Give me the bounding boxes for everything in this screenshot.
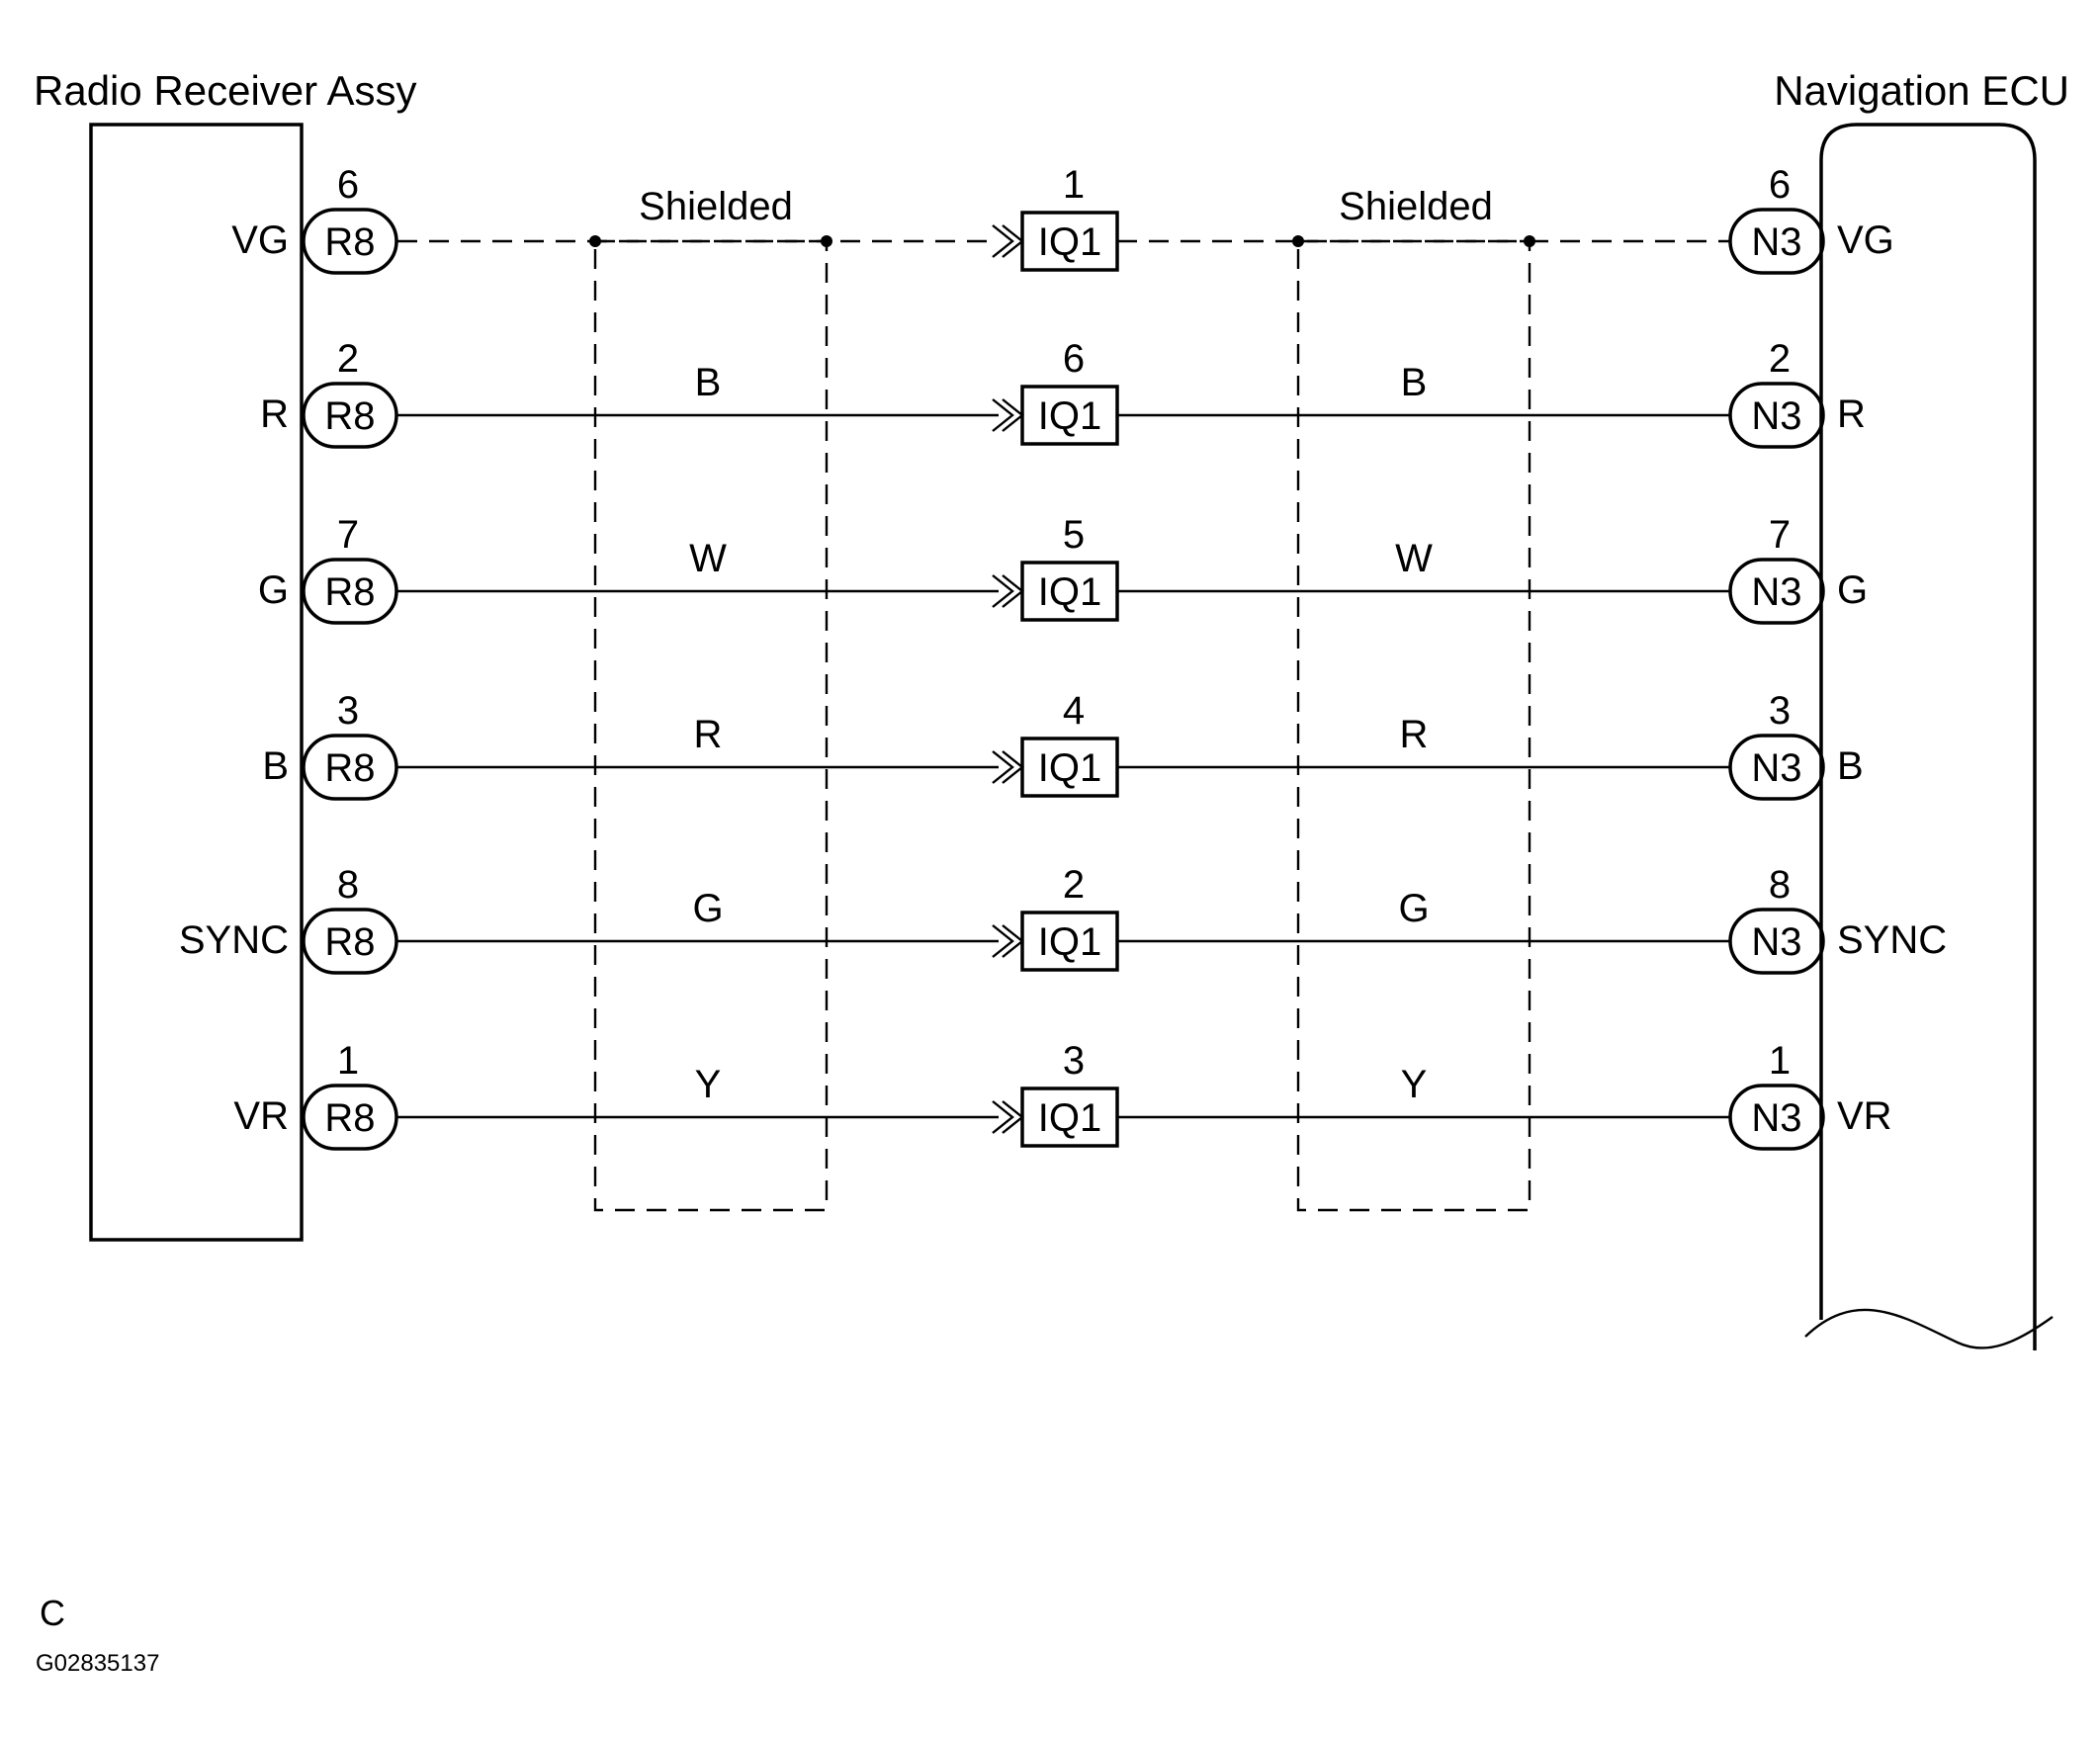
- connector-right-label: N3: [1751, 920, 1801, 964]
- signal-label-right: SYNC: [1837, 918, 1947, 962]
- right-component-title: Navigation ECU: [1774, 67, 2069, 114]
- plug-chevron-icon: [992, 224, 1014, 258]
- wire-color-right: G: [1398, 887, 1429, 930]
- junction-connector-shape: [1020, 911, 1119, 972]
- pin-number-junction: 6: [1063, 337, 1085, 381]
- signal-label-right: R: [1837, 392, 1866, 436]
- connector-right-shape: [1728, 208, 1825, 275]
- signal-label-right: G: [1837, 568, 1868, 612]
- junction-connector-shape: [1020, 561, 1119, 622]
- wire-color-left: R: [694, 713, 723, 756]
- pin-number-left: 8: [337, 863, 359, 907]
- junction-connector-shape: [1020, 211, 1119, 272]
- junction-connector-label: IQ1: [1038, 220, 1101, 264]
- connector-left-shape: [302, 382, 398, 449]
- connector-right-shape: [1728, 382, 1825, 449]
- shield-box-left: [593, 239, 829, 1212]
- signal-label-left: VG: [231, 218, 289, 262]
- pin-number-junction: 5: [1063, 513, 1085, 557]
- left-component-title: Radio Receiver Assy: [34, 67, 417, 114]
- pin-number-junction: 1: [1063, 163, 1085, 207]
- pin-number-right: 1: [1769, 1039, 1791, 1083]
- junction-connector-shape: [1020, 385, 1119, 446]
- wire-color-left: B: [695, 361, 722, 404]
- signal-label-left: R: [260, 392, 289, 436]
- wire-color-right: W: [1395, 537, 1433, 580]
- shield-box-right: [1296, 239, 1531, 1212]
- connector-right-label: N3: [1751, 1096, 1801, 1140]
- connector-right-label: N3: [1751, 746, 1801, 790]
- wire-color-right: R: [1400, 713, 1429, 756]
- pin-number-right: 8: [1769, 863, 1791, 907]
- connector-left-label: R8: [324, 1096, 375, 1140]
- pin-number-left: 1: [337, 1039, 359, 1083]
- shield-junction-dot: [1292, 235, 1304, 247]
- pin-number-junction: 2: [1063, 863, 1085, 907]
- pin-number-right: 3: [1769, 689, 1791, 733]
- connector-right-shape: [1728, 1084, 1825, 1151]
- signal-label-right: VR: [1837, 1094, 1892, 1138]
- pin-number-left: 2: [337, 337, 359, 381]
- wire-color-right: Y: [1401, 1063, 1428, 1106]
- wire-color-left: W: [689, 537, 727, 580]
- signal-label-left: VR: [233, 1094, 289, 1138]
- pin-number-right: 2: [1769, 337, 1791, 381]
- connector-left-shape: [302, 1084, 398, 1151]
- plug-chevron-icon: [992, 924, 1014, 958]
- connector-left-shape: [302, 208, 398, 275]
- connector-right-label: N3: [1751, 394, 1801, 438]
- junction-connector-label: IQ1: [1038, 570, 1101, 614]
- shield-label-right: Shielded: [1339, 185, 1493, 228]
- connector-right-label: N3: [1751, 220, 1801, 264]
- shield-label-left: Shielded: [639, 185, 793, 228]
- junction-connector-label: IQ1: [1038, 920, 1101, 964]
- signal-label-left: B: [262, 744, 289, 788]
- plug-chevron-icon: [992, 574, 1014, 608]
- connector-left-shape: [302, 908, 398, 975]
- connector-left-label: R8: [324, 220, 375, 264]
- navigation-ecu-box: [1819, 123, 2037, 1350]
- pin-number-left: 7: [337, 513, 359, 557]
- pin-number-right: 6: [1769, 163, 1791, 207]
- connector-right-shape: [1728, 558, 1825, 625]
- connector-left-label: R8: [324, 570, 375, 614]
- pin-number-junction: 4: [1063, 689, 1085, 733]
- pin-number-right: 7: [1769, 513, 1791, 557]
- junction-connector-label: IQ1: [1038, 746, 1101, 790]
- junction-connector-label: IQ1: [1038, 394, 1101, 438]
- pin-number-left: 6: [337, 163, 359, 207]
- figure-code: G02835137: [36, 1650, 159, 1677]
- connector-right-label: N3: [1751, 570, 1801, 614]
- connector-left-label: R8: [324, 746, 375, 790]
- radio-receiver-box: [89, 123, 304, 1242]
- junction-connector-shape: [1020, 737, 1119, 798]
- pin-number-left: 3: [337, 689, 359, 733]
- wire-color-left: G: [692, 887, 723, 930]
- wire-color-left: Y: [695, 1063, 722, 1106]
- connector-right-shape: [1728, 734, 1825, 801]
- connector-left-label: R8: [324, 394, 375, 438]
- footer-letter: C: [40, 1593, 65, 1633]
- signal-label-left: G: [258, 568, 289, 612]
- plug-chevron-icon: [992, 1100, 1014, 1134]
- junction-connector-shape: [1020, 1086, 1119, 1148]
- connector-left-shape: [302, 734, 398, 801]
- plug-chevron-icon: [992, 750, 1014, 784]
- navigation-ecu-break-line: [1804, 1308, 2054, 1349]
- signal-label-right: B: [1837, 744, 1864, 788]
- connector-right-shape: [1728, 908, 1825, 975]
- plug-chevron-icon: [992, 398, 1014, 432]
- signal-label-left: SYNC: [179, 918, 289, 962]
- connector-left-shape: [302, 558, 398, 625]
- junction-connector-label: IQ1: [1038, 1096, 1101, 1140]
- signal-label-right: VG: [1837, 218, 1894, 262]
- pin-number-junction: 3: [1063, 1039, 1085, 1083]
- wire-color-right: B: [1401, 361, 1428, 404]
- connector-left-label: R8: [324, 920, 375, 964]
